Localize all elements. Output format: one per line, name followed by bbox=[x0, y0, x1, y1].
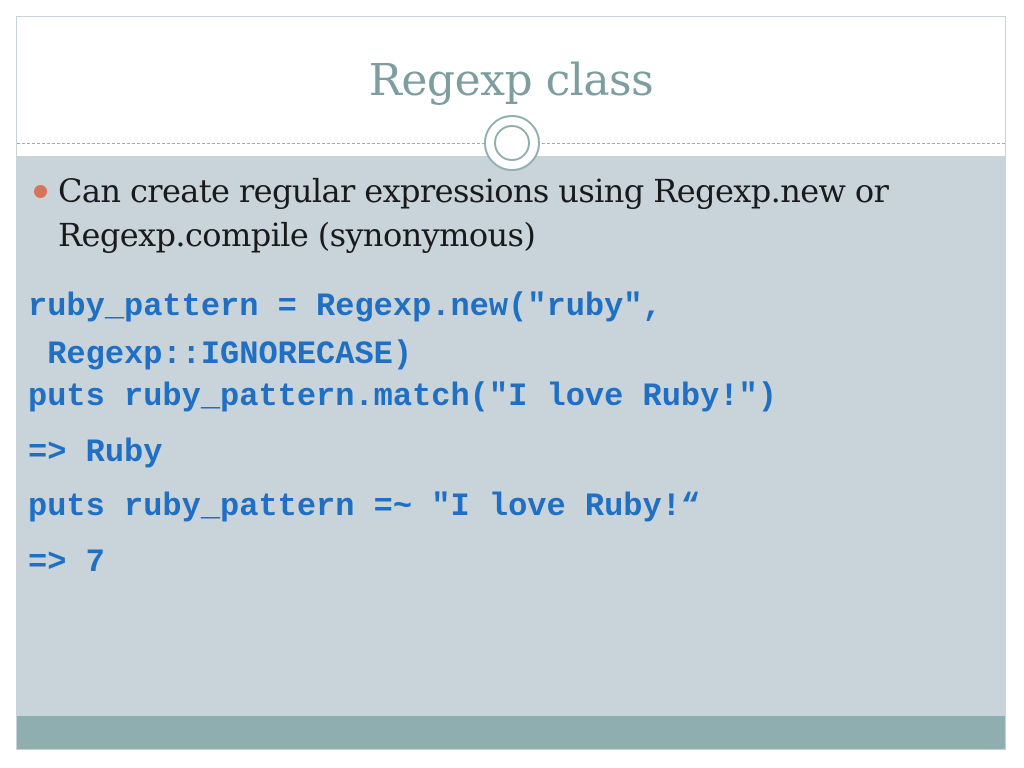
code-line-3: => Ruby bbox=[28, 434, 163, 471]
double-circle-ornament-icon bbox=[484, 115, 540, 171]
round-bullet-icon bbox=[34, 185, 47, 198]
code-line-1: ruby_pattern = Regexp.new("ruby", Regexp… bbox=[28, 288, 662, 373]
bullet-item: Can create regular expressions using Reg… bbox=[34, 169, 988, 257]
slide-title: Regexp class bbox=[368, 55, 654, 106]
code-line-5: => 7 bbox=[28, 544, 105, 581]
ornament-inner-circle bbox=[494, 125, 530, 161]
slide-frame: Regexp class bbox=[16, 16, 1006, 750]
footer-band bbox=[17, 716, 1005, 749]
content-area bbox=[17, 156, 1005, 716]
bullet-text: Can create regular expressions using Reg… bbox=[58, 172, 889, 254]
code-line-2: puts ruby_pattern.match("I love Ruby!") bbox=[28, 378, 777, 415]
code-line-4: puts ruby_pattern =~ "I love Ruby!“ bbox=[28, 488, 701, 525]
